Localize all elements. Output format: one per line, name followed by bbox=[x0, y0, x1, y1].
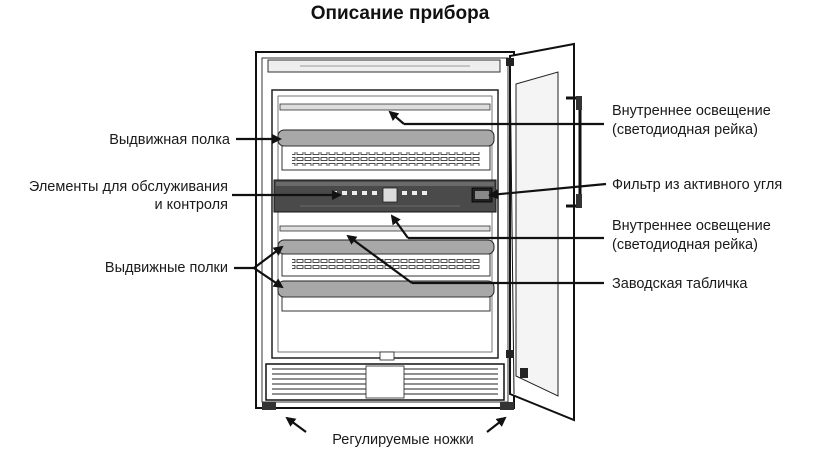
foot-left bbox=[262, 402, 276, 410]
label-drawer-shelf: Выдвижная полка bbox=[109, 132, 231, 148]
callout-foot-left bbox=[285, 416, 307, 433]
callout-rating-plate bbox=[346, 234, 604, 285]
open-door bbox=[506, 42, 582, 422]
drawer-shelf-bottom bbox=[277, 280, 495, 312]
display-icon bbox=[382, 187, 398, 203]
led-strip-top bbox=[279, 103, 491, 111]
drawer-shelf-top bbox=[277, 129, 495, 171]
label-light-top-line2: (светодиодная рейка) bbox=[612, 122, 758, 138]
callout-foot-right bbox=[486, 416, 507, 433]
label-light-mid-line2: (светодиодная рейка) bbox=[612, 237, 758, 253]
label-carbon-filter: Фильтр из активного угля bbox=[612, 177, 782, 193]
callout-carbon-filter bbox=[488, 182, 607, 200]
label-light-top-line1: Внутреннее освещение bbox=[612, 103, 771, 119]
label-drawer-shelves: Выдвижные полки bbox=[105, 260, 228, 276]
label-rating-plate: Заводская табличка bbox=[612, 276, 748, 292]
label-controls-line2: и контроля bbox=[155, 197, 228, 213]
rating-plate bbox=[379, 351, 395, 361]
callout-light-top bbox=[388, 110, 604, 126]
page-title: Описание прибора bbox=[311, 3, 490, 24]
label-controls-line1: Элементы для обслуживания bbox=[29, 179, 228, 195]
ventilation-grille bbox=[265, 363, 505, 401]
label-light-mid-line1: Внутреннее освещение bbox=[612, 218, 771, 234]
door-handle bbox=[566, 96, 582, 208]
label-adjustable-feet: Регулируемые ножки bbox=[332, 432, 473, 448]
foot-right bbox=[500, 402, 514, 410]
led-strip-middle bbox=[279, 225, 491, 232]
drawer-shelf-middle bbox=[277, 239, 495, 277]
callout-light-mid bbox=[390, 214, 604, 240]
callout-drawer-shelves bbox=[234, 245, 284, 289]
